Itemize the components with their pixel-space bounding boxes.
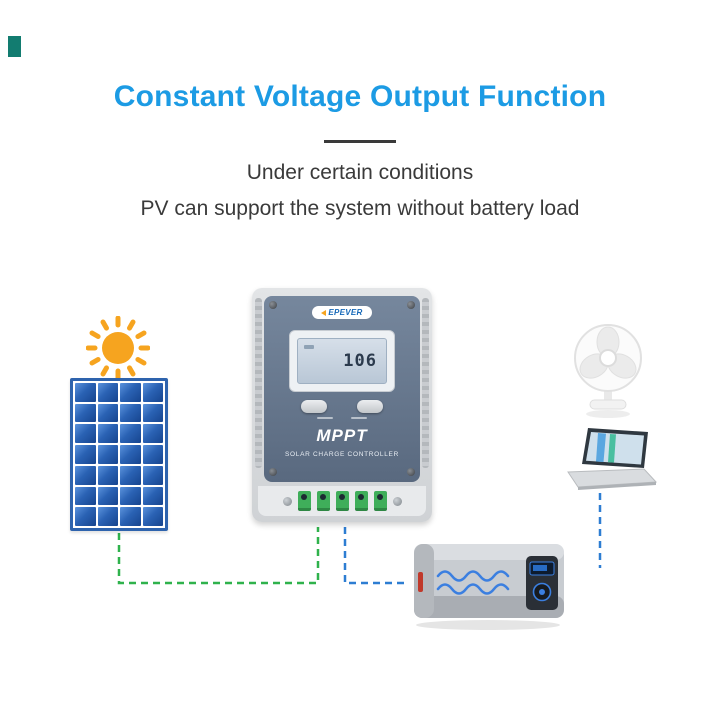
heatsink-fin-right	[422, 298, 429, 468]
solar-cell	[120, 486, 141, 506]
solar-cell	[120, 445, 141, 464]
solar-cell	[120, 424, 141, 444]
controller-button-left	[301, 400, 327, 413]
terminal-block	[373, 491, 387, 511]
button-label-mark	[317, 417, 333, 419]
title-divider	[324, 140, 396, 143]
solar-cell	[142, 383, 163, 402]
brand-logo: EPEVER	[312, 306, 372, 319]
controller-button-right	[357, 400, 383, 413]
pv-wire-green	[117, 527, 320, 585]
solar-cell	[97, 465, 118, 485]
terminal-strip	[258, 486, 426, 516]
terminal-screw-icon	[282, 496, 292, 506]
solar-cell	[97, 486, 118, 506]
solar-cell	[75, 383, 96, 402]
corner-color-swatch	[8, 36, 21, 57]
solar-cell	[142, 445, 163, 464]
solar-cell	[142, 403, 163, 423]
solar-cell	[142, 465, 163, 485]
terminal-block	[316, 491, 330, 511]
screw-icon	[269, 468, 277, 476]
inverter-icon	[414, 544, 564, 630]
solar-cell	[97, 507, 118, 526]
inverter-wire-blue	[343, 527, 406, 585]
solar-cell	[142, 486, 163, 506]
model-label: MPPT	[316, 426, 368, 445]
sun-icon	[86, 316, 150, 380]
button-label-mark	[351, 417, 367, 419]
terminal-screw-icon	[392, 496, 402, 506]
solar-cell	[75, 403, 96, 423]
screw-icon	[407, 301, 415, 309]
solar-panel	[70, 378, 168, 531]
solar-cell	[97, 403, 118, 423]
solar-cell	[75, 465, 96, 485]
terminal-block	[354, 491, 368, 511]
solar-panel-grid	[73, 381, 165, 528]
solar-cell	[97, 424, 118, 444]
solar-cell	[142, 507, 163, 526]
solar-cell	[120, 465, 141, 485]
lcd-screen: 106	[297, 338, 387, 384]
controller-faceplate: EPEVER 106 MPPT SOLAR CHARGE CONTROLLER	[264, 296, 420, 482]
solar-cell	[97, 383, 118, 402]
solar-cell	[97, 445, 118, 464]
laptop-icon	[567, 428, 658, 490]
solar-cell	[75, 424, 96, 444]
subtitle-line-1: Under certain conditions	[246, 161, 474, 184]
solar-cell	[120, 383, 141, 402]
solar-cell	[75, 507, 96, 526]
heatsink-fin-left	[255, 298, 262, 468]
terminal-block	[335, 491, 349, 511]
subtitle-line-2: PV can support the system without batter…	[140, 197, 580, 220]
lcd-indicator-icon	[304, 345, 314, 349]
solar-cell	[142, 424, 163, 444]
fan-icon	[574, 324, 642, 418]
logo-arrow-icon	[321, 309, 327, 316]
solar-cell	[75, 486, 96, 506]
terminal-block	[297, 491, 311, 511]
solar-cell	[120, 403, 141, 423]
charge-controller: EPEVER 106 MPPT SOLAR CHARGE CONTROLLER	[252, 288, 432, 522]
lcd-value: 106	[343, 351, 377, 371]
page-title: Constant Voltage Output Function	[113, 80, 607, 113]
brand-name: EPEVER	[328, 308, 363, 317]
solar-cell	[75, 445, 96, 464]
screw-icon	[269, 301, 277, 309]
screw-icon	[407, 468, 415, 476]
model-sublabel: SOLAR CHARGE CONTROLLER	[285, 451, 399, 458]
lcd-display: 106	[289, 330, 395, 392]
solar-cell	[120, 507, 141, 526]
